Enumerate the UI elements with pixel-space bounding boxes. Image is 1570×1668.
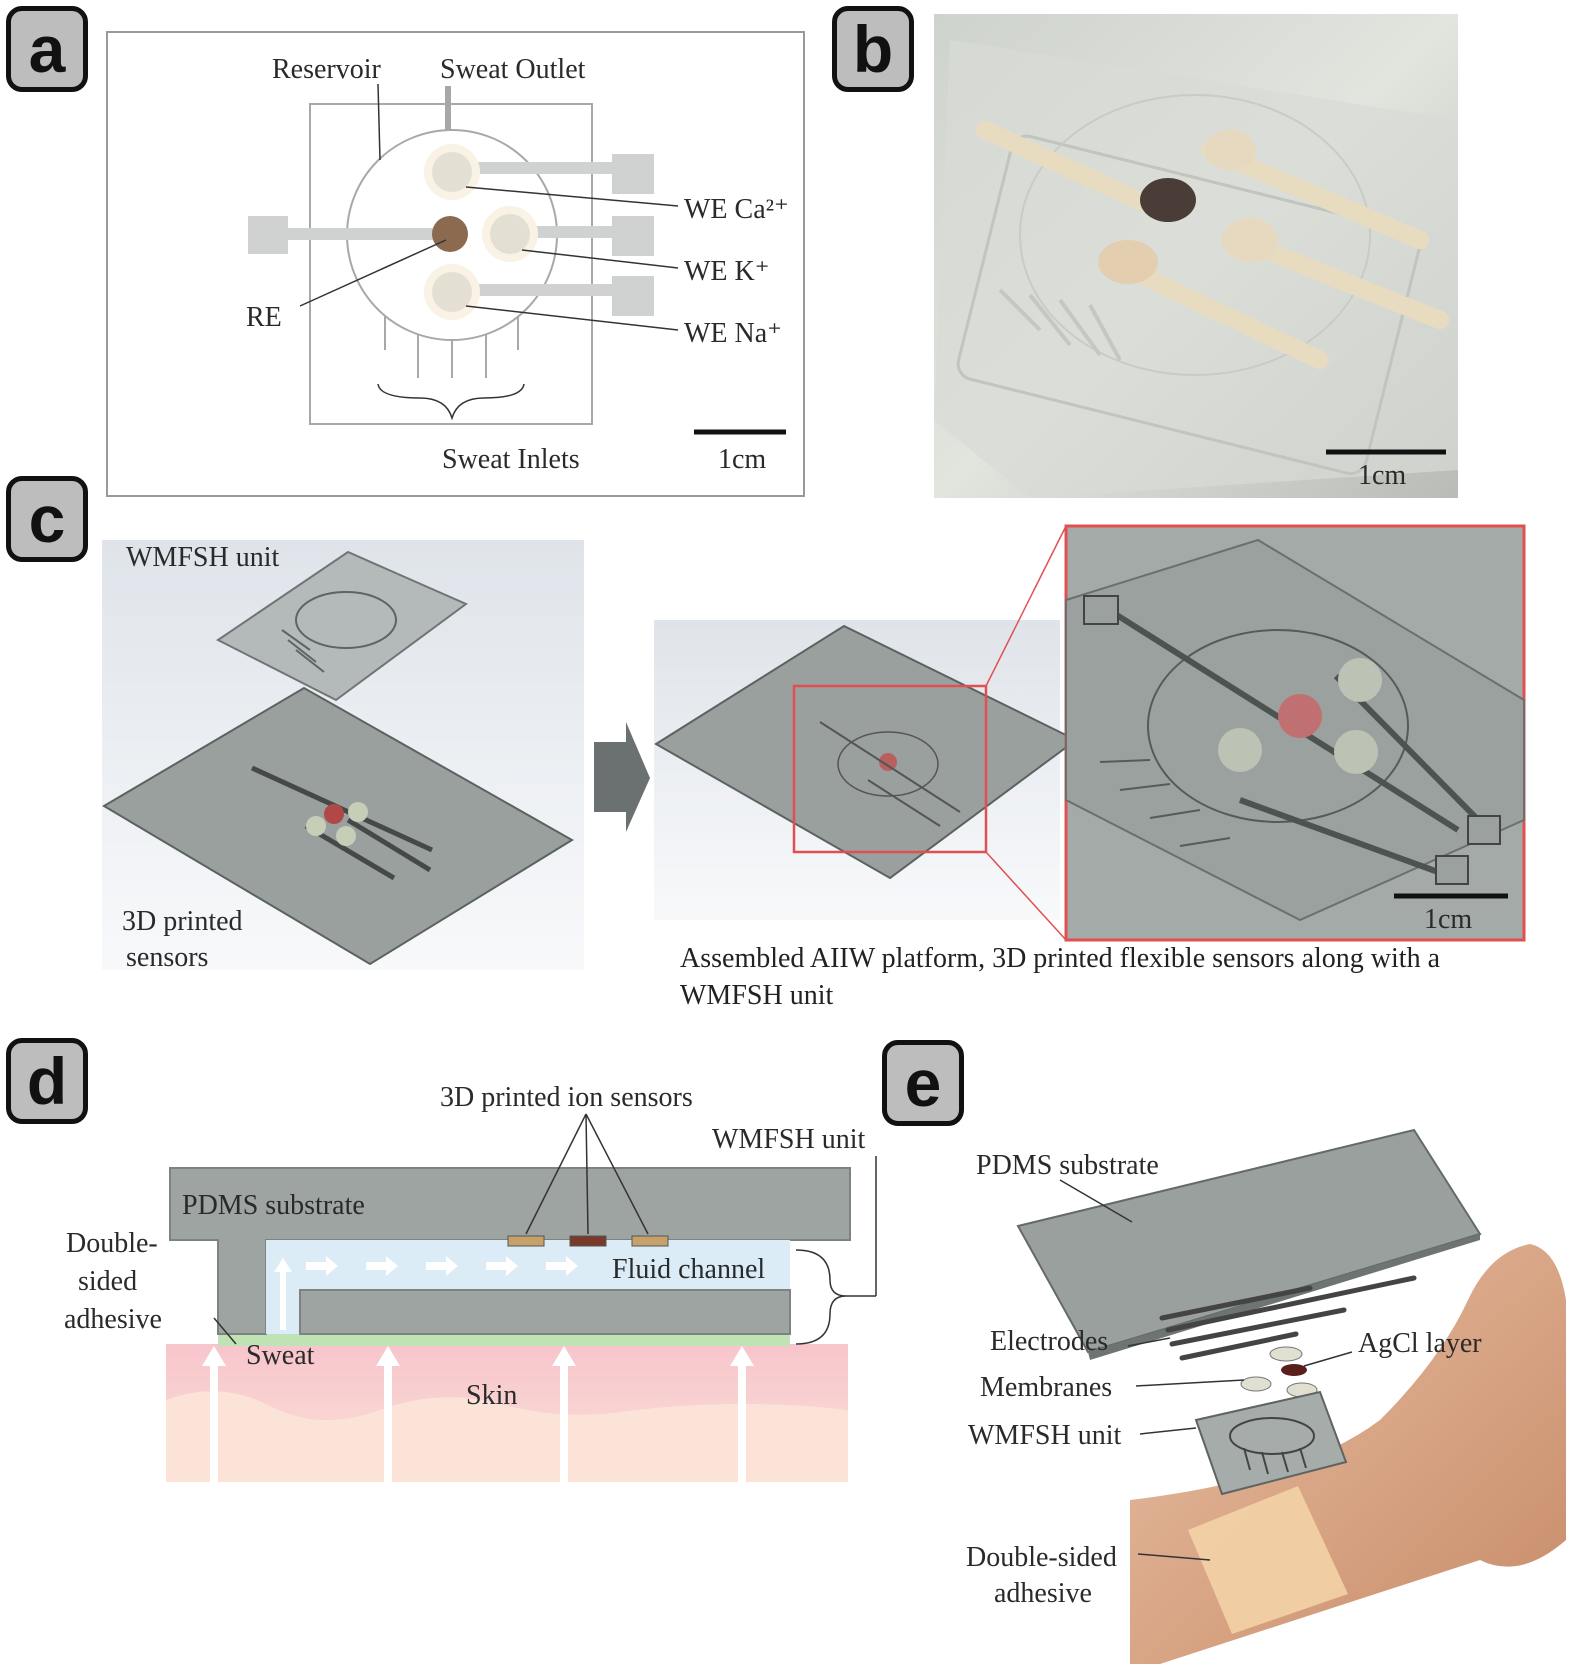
e-electrodes [1159, 1275, 1417, 1361]
reference-electrode-photo [1140, 178, 1196, 222]
sweat-inlets-label: Sweat Inlets [442, 444, 580, 475]
e-agcl-label: AgCl layer [1358, 1328, 1482, 1359]
re-electrode [432, 216, 468, 252]
panel-b-scale-label: 1cm [1358, 460, 1406, 491]
panel-e-badge: e [882, 1040, 964, 1126]
we-na-label: WE Na⁺ [684, 318, 782, 349]
panel-b-photo: 1cm [934, 14, 1458, 498]
assembly-arrow-icon [594, 722, 650, 832]
wmfsh-unit-layer [216, 550, 468, 702]
d-adhesive-label-3: adhesive [64, 1304, 162, 1335]
sensor-substrate-layer [102, 686, 574, 966]
panel-c-exploded-view: 1cm WMFSH unit 3D printed sensors [102, 524, 1526, 973]
d-ion-sensors-label: 3D printed ion sensors [440, 1082, 693, 1113]
d-adhesive-label-2: sided [78, 1266, 137, 1297]
d-adhesive-label-1: Double- [66, 1228, 158, 1259]
c-sensors-label-line1: 3D printed [122, 906, 243, 937]
reservoir-label: Reservoir [272, 54, 382, 85]
panel-e-exploded-wrist: PDMS substrate Electrodes AgCl layer Mem… [966, 1128, 1566, 1664]
d-fluid-channel-label: Fluid channel [612, 1254, 765, 1285]
d-wmfsh-unit-label: WMFSH unit [712, 1124, 865, 1155]
d-pdms-label: PDMS substrate [182, 1190, 365, 1221]
flow-arrows [274, 1256, 578, 1330]
panel-d-cross-section: 3D printed ion sensors WMFSH unit PDMS s… [64, 1082, 877, 1482]
c-assembled-caption: Assembled AIIW platform, 3D printed flex… [680, 943, 1440, 1011]
re-label: RE [246, 302, 282, 333]
panel-a-scale-label: 1cm [718, 444, 766, 475]
panel-c-scale-label: 1cm [1424, 904, 1472, 935]
we-k-electrode [490, 214, 530, 254]
sweat-outlet-label: Sweat Outlet [440, 54, 586, 85]
e-adhesive-label-2: adhesive [994, 1578, 1092, 1609]
we-ca-label: WE Ca²⁺ [684, 194, 789, 225]
e-electrodes-label: Electrodes [990, 1326, 1108, 1357]
e-membranes-label: Membranes [980, 1372, 1112, 1403]
panel-b-badge: b [832, 6, 914, 92]
e-adhesive-patch [1188, 1486, 1348, 1634]
e-wmfsh-unit [1194, 1390, 1348, 1496]
panel-c-badge: c [6, 476, 88, 562]
we-na-electrode [432, 272, 472, 312]
c-reference-dot [324, 804, 344, 824]
we-ca-electrode [432, 152, 472, 192]
d-adhesive-layer [218, 1334, 790, 1346]
inset-reference-electrode [1278, 694, 1322, 738]
zoom-region-box [792, 684, 988, 854]
fluid-channel [266, 1240, 790, 1334]
e-wmfsh-unit-label: WMFSH unit [968, 1420, 1121, 1451]
panel-a-schematic: Reservoir Sweat Outlet WE Ca²⁺ WE K⁺ WE … [106, 31, 805, 497]
e-agcl-layer [1281, 1364, 1307, 1376]
e-adhesive-label-1: Double-sided [966, 1542, 1117, 1573]
c-wmfsh-unit-label: WMFSH unit [126, 542, 279, 573]
panel-d-badge: d [6, 1038, 88, 1124]
we-k-label: WE K⁺ [684, 256, 770, 287]
e-pdms-label: PDMS substrate [976, 1150, 1159, 1181]
d-sweat-label: Sweat [246, 1340, 315, 1371]
sweat-arrows [202, 1346, 754, 1482]
d-skin-label: Skin [466, 1380, 517, 1411]
panel-a-badge: a [6, 6, 88, 92]
c-sensors-label-line2: sensors [126, 942, 208, 973]
